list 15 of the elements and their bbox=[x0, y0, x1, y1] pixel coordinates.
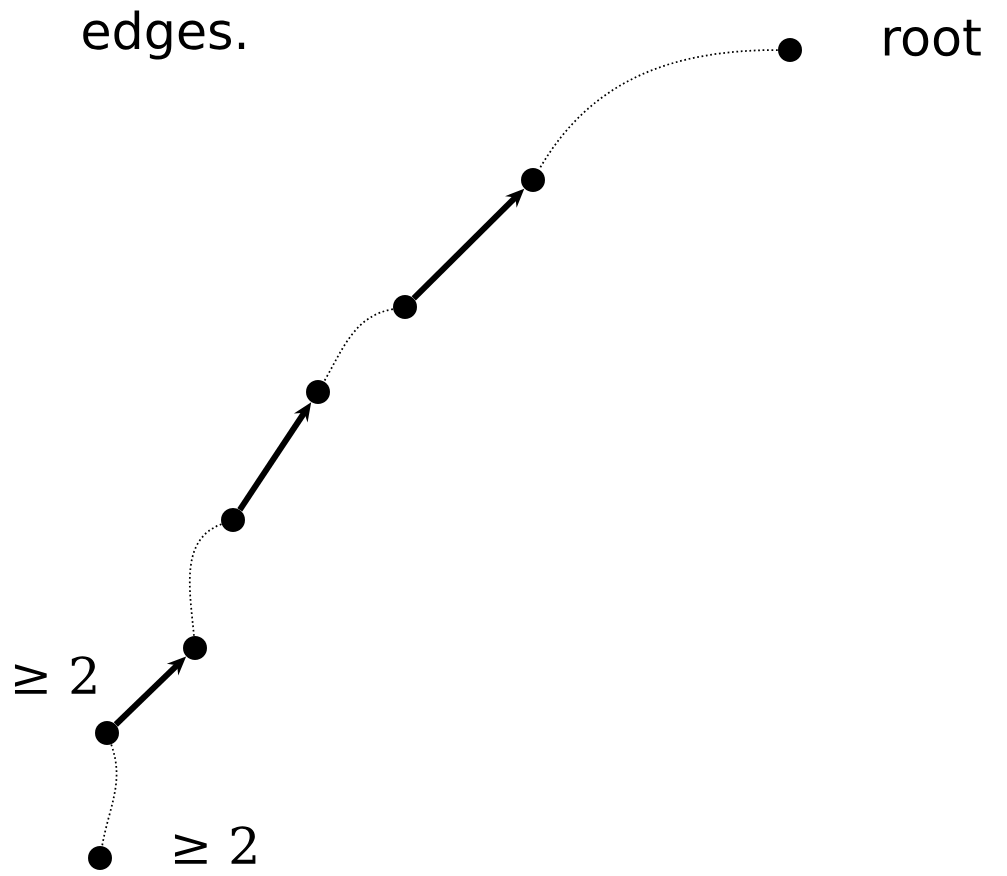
dotted-curve bbox=[101, 743, 118, 847]
text-label: ≥ 2 bbox=[175, 826, 256, 864]
text-label: ≥ 2 bbox=[15, 656, 96, 694]
dot bbox=[521, 168, 545, 192]
dot bbox=[306, 380, 330, 404]
dot bbox=[221, 508, 245, 532]
dotted-curve bbox=[188, 523, 223, 637]
node-label: root bbox=[884, 19, 981, 57]
dot bbox=[778, 38, 802, 62]
dot bbox=[88, 846, 112, 870]
dot bbox=[393, 295, 417, 319]
dotted-curve bbox=[323, 308, 394, 383]
dot bbox=[95, 721, 119, 745]
dot bbox=[183, 636, 207, 660]
text-label: edges. bbox=[83, 10, 245, 60]
